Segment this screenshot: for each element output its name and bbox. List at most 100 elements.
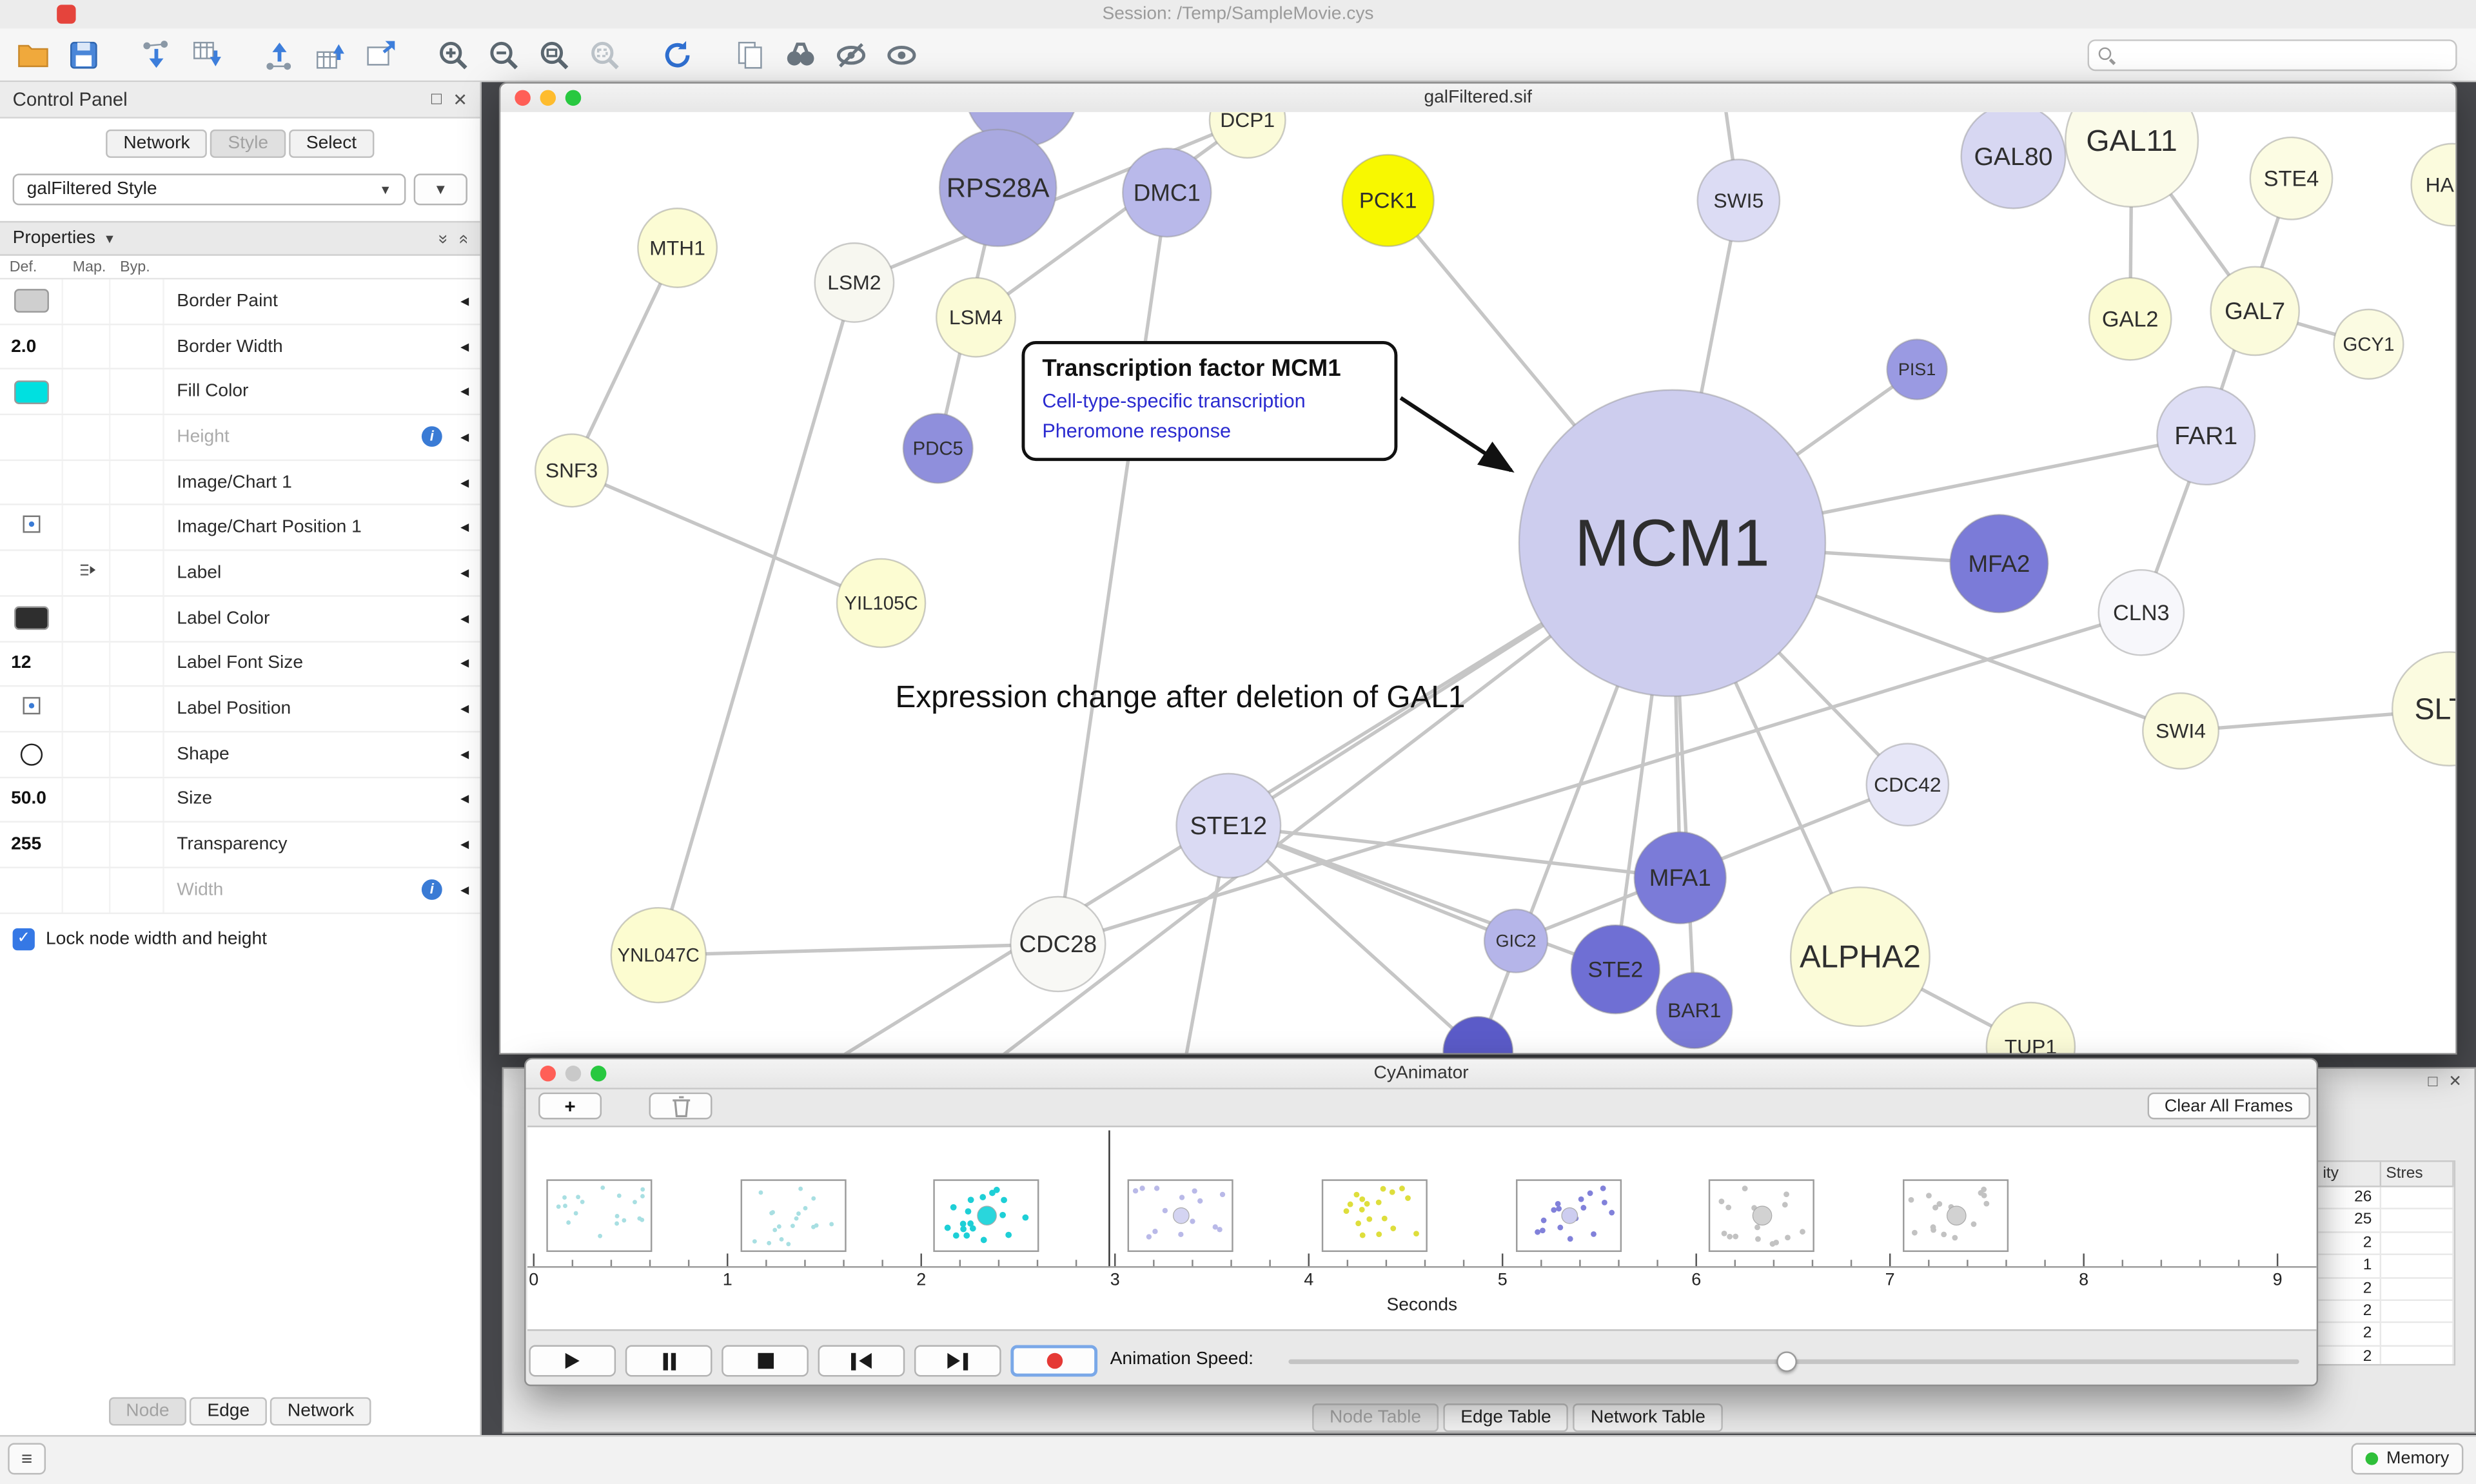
expand-row-arrow-icon[interactable]: ◀ — [460, 432, 469, 444]
node-alpha2[interactable]: ALPHA2 — [1789, 886, 1931, 1028]
frame-thumbnail-2[interactable] — [933, 1179, 1039, 1253]
style-options-button[interactable]: ▼ — [413, 173, 467, 206]
refresh-view-icon[interactable] — [657, 34, 698, 75]
import-table-icon[interactable] — [186, 34, 228, 75]
node-dmc1[interactable]: DMC1 — [1122, 147, 1212, 238]
property-row-image-chart-1[interactable]: Image/Chart 1◀ — [0, 460, 480, 506]
node-gic2[interactable]: GIC2 — [1483, 908, 1549, 973]
table-row[interactable]: 25 — [2318, 1209, 2454, 1233]
pause-button[interactable] — [625, 1345, 712, 1377]
annotation-box[interactable]: Transcription factor MCM1 Cell-type-spec… — [1021, 340, 1398, 460]
close-panel-icon[interactable]: ✕ — [2448, 1073, 2462, 1091]
property-row-label-color[interactable]: Label Color◀ — [0, 596, 480, 642]
node-ste4[interactable]: STE4 — [2249, 136, 2334, 220]
node-unlabeled[interactable] — [1442, 1015, 1514, 1053]
table-tab-network-table[interactable]: Network Table — [1573, 1403, 1723, 1432]
minimize-window-icon[interactable] — [540, 90, 556, 106]
close-panel-icon[interactable]: ✕ — [453, 90, 467, 110]
node-mcm1[interactable]: MCM1 — [1518, 389, 1827, 698]
open-session-button[interactable] — [13, 34, 54, 75]
table-row[interactable]: 2 — [2318, 1233, 2454, 1256]
frame-thumbnail-3[interactable] — [1127, 1179, 1233, 1253]
node-lsm4[interactable]: LSM4 — [936, 277, 1016, 358]
node-ynl047c[interactable]: YNL047C — [610, 906, 707, 1004]
node-cdc42[interactable]: CDC42 — [1865, 743, 1950, 827]
zoom-selected-icon[interactable] — [584, 34, 625, 75]
snapshot-icon[interactable] — [729, 34, 771, 75]
stop-button[interactable] — [722, 1345, 809, 1377]
search-network-icon[interactable] — [780, 34, 821, 75]
info-icon[interactable]: i — [421, 426, 442, 447]
annotation-link[interactable]: Cell-type-specific transcription — [1042, 389, 1306, 413]
node-pis1[interactable]: PIS1 — [1886, 338, 1948, 400]
frame-thumbnail-6[interactable] — [1708, 1179, 1814, 1253]
node-gal80[interactable]: GAL80 — [1960, 112, 2067, 210]
frame-thumbnail-7[interactable] — [1903, 1179, 2009, 1253]
expand-row-arrow-icon[interactable]: ◀ — [460, 523, 469, 534]
node-dcp1[interactable]: DCP1 — [1208, 112, 1286, 159]
expand-all-icon[interactable]: » — [433, 234, 453, 243]
show-all-icon[interactable] — [881, 34, 923, 75]
playhead[interactable] — [1108, 1130, 1110, 1267]
node-yil105c[interactable]: YIL105C — [836, 558, 927, 649]
zoom-in-icon[interactable] — [433, 34, 474, 75]
node-swi4[interactable]: SWI4 — [2142, 692, 2220, 770]
node-tup1[interactable]: TUP1 — [1985, 1001, 2076, 1053]
expand-row-arrow-icon[interactable]: ◀ — [460, 885, 469, 897]
hide-selected-icon[interactable] — [830, 34, 872, 75]
frame-thumbnail-1[interactable] — [740, 1179, 847, 1253]
next-frame-button[interactable] — [914, 1345, 1001, 1377]
expand-row-arrow-icon[interactable]: ◀ — [460, 840, 469, 852]
play-button[interactable] — [529, 1345, 616, 1377]
frame-thumbnail-5[interactable] — [1516, 1179, 1622, 1253]
float-window-icon[interactable]: □ — [2428, 1073, 2438, 1091]
node-gal2[interactable]: GAL2 — [2088, 277, 2172, 361]
expand-row-arrow-icon[interactable]: ◀ — [460, 342, 469, 353]
node-swi5[interactable]: SWI5 — [1696, 159, 1781, 242]
expand-row-arrow-icon[interactable]: ◀ — [460, 659, 469, 670]
table-row[interactable]: 1 — [2318, 1255, 2454, 1278]
zoom-window-icon[interactable] — [590, 1066, 607, 1082]
frame-thumbnail-4[interactable] — [1321, 1179, 1428, 1253]
table-column-ity[interactable]: ity — [2318, 1162, 2382, 1186]
global-search-input[interactable] — [2087, 39, 2457, 72]
node-lsm2[interactable]: LSM2 — [814, 242, 895, 323]
save-session-button[interactable] — [63, 34, 104, 75]
node-pck1[interactable]: PCK1 — [1341, 153, 1435, 248]
node-gal11[interactable]: GAL11 — [2065, 112, 2199, 208]
properties-header[interactable]: Properties ▼ » « — [0, 220, 480, 256]
zoom-fit-icon[interactable] — [534, 34, 575, 75]
property-row-image-chart-position-1[interactable]: Image/Chart Position 1◀ — [0, 505, 480, 552]
clear-all-frames-button[interactable]: Clear All Frames — [2147, 1092, 2310, 1120]
node-rps28a[interactable]: RPS28A — [938, 128, 1057, 248]
float-panel-icon[interactable]: □ — [431, 89, 442, 108]
table-row[interactable]: 2 — [2318, 1346, 2454, 1364]
table-row[interactable]: 26 — [2318, 1187, 2454, 1210]
node-snf3[interactable]: SNF3 — [534, 433, 609, 508]
show-panel-list-button[interactable]: ≡ — [8, 1443, 46, 1475]
previous-frame-button[interactable] — [818, 1345, 905, 1377]
node-ste2[interactable]: STE2 — [1570, 924, 1661, 1015]
color-swatch[interactable] — [13, 380, 48, 404]
minimize-window-icon[interactable] — [565, 1066, 582, 1082]
expand-row-arrow-icon[interactable]: ◀ — [460, 794, 469, 806]
node-gal7[interactable]: GAL7 — [2210, 266, 2300, 356]
panel-tab-edge[interactable]: Edge — [190, 1397, 268, 1426]
expand-row-arrow-icon[interactable]: ◀ — [460, 478, 469, 489]
table-row[interactable]: 2 — [2318, 1278, 2454, 1301]
expand-row-arrow-icon[interactable]: ◀ — [460, 297, 469, 308]
zoom-window-icon[interactable] — [565, 90, 582, 106]
expand-row-arrow-icon[interactable]: ◀ — [460, 704, 469, 716]
delete-frame-button[interactable] — [649, 1092, 712, 1120]
property-row-border-paint[interactable]: Border Paint◀ — [0, 279, 480, 325]
export-image-icon[interactable] — [360, 34, 401, 75]
table-column-stres[interactable]: Stres — [2381, 1162, 2454, 1186]
node-far1[interactable]: FAR1 — [2156, 386, 2256, 486]
info-icon[interactable]: i — [421, 879, 442, 900]
frame-thumbnail-0[interactable] — [546, 1179, 653, 1253]
expand-row-arrow-icon[interactable]: ◀ — [460, 613, 469, 625]
